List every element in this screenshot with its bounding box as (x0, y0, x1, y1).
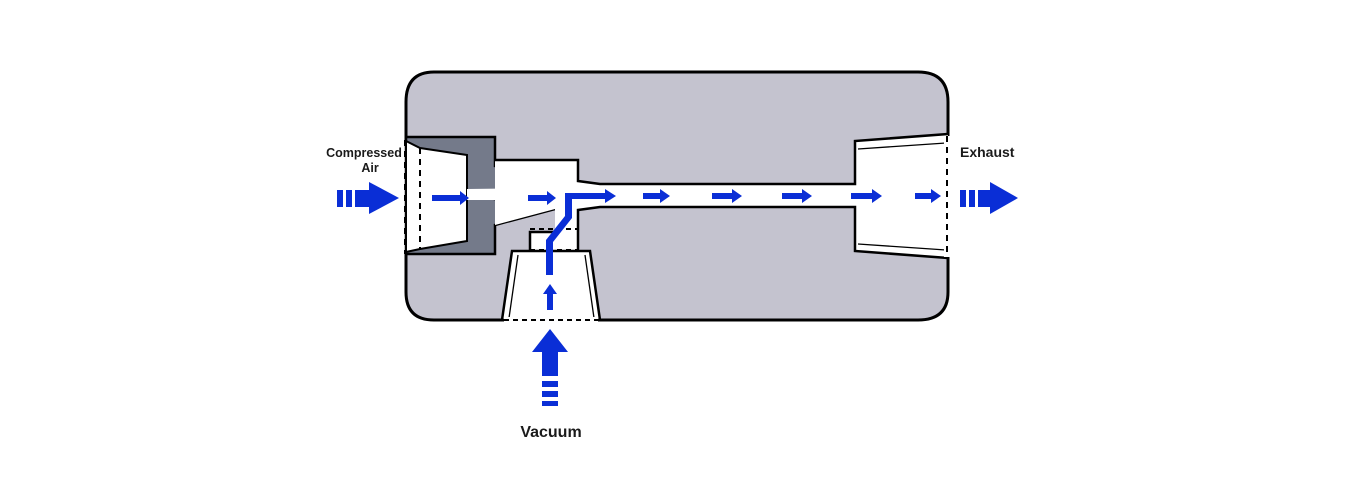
vacuum-flow-arrow-icon (532, 329, 568, 406)
flow-arrow-icon (712, 189, 742, 203)
flow-arrow-icon (851, 189, 882, 203)
diffuser-liner-top (857, 142, 947, 150)
vacuum-flow-path-icon (546, 189, 616, 275)
vacuum-liner-right (584, 254, 595, 319)
flow-arrow-icon (782, 189, 812, 203)
compressed-air-label-line1: Compressed (326, 146, 402, 160)
flow-arrow-icon (543, 284, 557, 310)
flow-arrow-icon (915, 189, 941, 203)
inlet-flow-arrow-icon (337, 182, 399, 214)
compressed-air-label-line2: Air (361, 161, 379, 175)
flow-arrow-icon (643, 189, 670, 203)
vacuum-neck-outline (528, 230, 555, 251)
chamber-outline-bottom (576, 205, 949, 260)
diffuser-liner-bottom (857, 243, 947, 251)
exhaust-label: Exhaust (960, 144, 1015, 160)
vacuum-port-neck (530, 232, 578, 251)
vacuum-liner-left (508, 254, 519, 319)
exhaust-flow-arrow-icon (960, 182, 1018, 214)
flow-arrow-icon (528, 191, 556, 205)
flow-arrow-icon (432, 191, 469, 205)
vacuum-label: Vacuum (520, 424, 581, 441)
chamber-outline-top (495, 132, 949, 186)
